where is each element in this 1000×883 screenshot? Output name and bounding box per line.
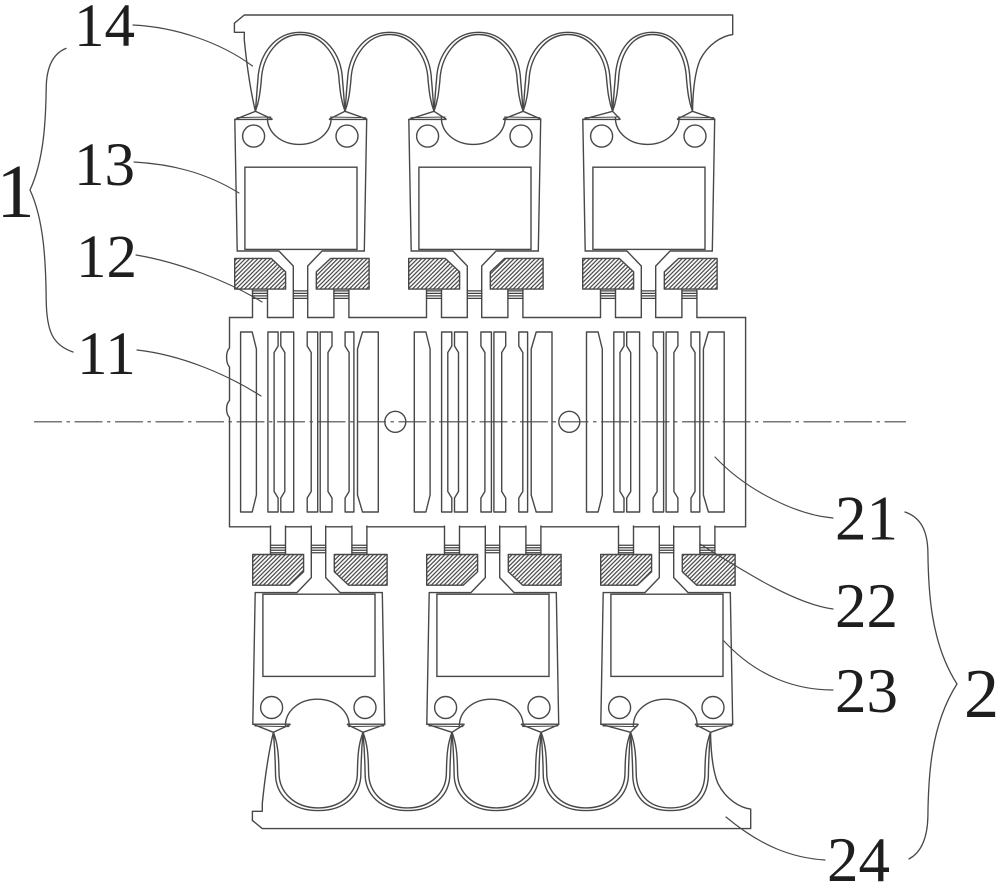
- svg-text:11: 11: [77, 321, 136, 388]
- svg-text:24: 24: [827, 825, 890, 883]
- svg-text:12: 12: [76, 224, 137, 291]
- svg-text:1: 1: [0, 150, 35, 234]
- svg-text:14: 14: [74, 0, 135, 60]
- svg-text:2: 2: [964, 656, 999, 733]
- svg-text:22: 22: [835, 571, 898, 641]
- svg-text:23: 23: [835, 656, 898, 726]
- svg-text:21: 21: [835, 484, 898, 554]
- svg-text:13: 13: [74, 132, 135, 199]
